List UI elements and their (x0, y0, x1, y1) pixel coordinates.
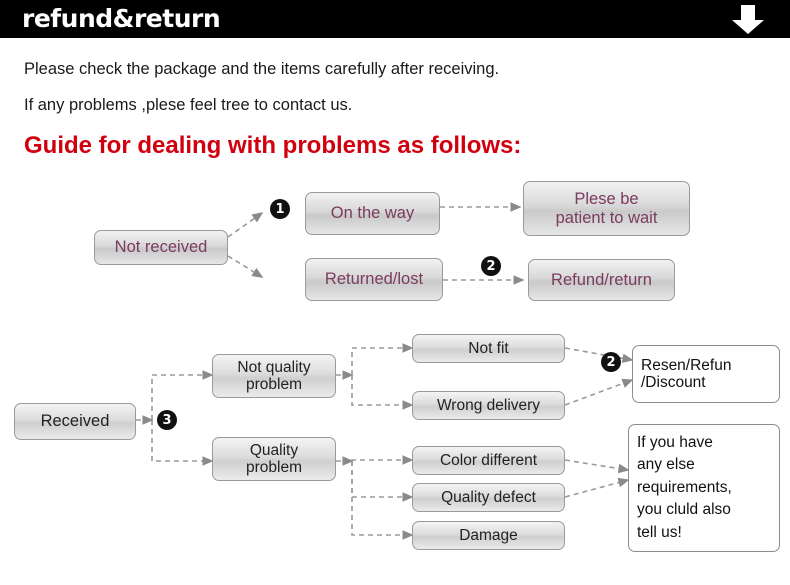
page-header: refund&return (0, 0, 790, 38)
box-label-line1: Plese be (574, 190, 639, 209)
box-label: Not received (114, 238, 208, 257)
box-label: Wrong delivery (436, 396, 541, 414)
box-label: Received (40, 412, 110, 431)
box-label-line1: Resen/Refun (641, 356, 732, 374)
box-quality-defect: Quality defect (412, 483, 565, 512)
down-arrow-icon (732, 5, 764, 34)
box-label-line1: Quality (249, 441, 299, 459)
box-label: Not fit (468, 339, 509, 357)
guide-heading: Guide for dealing with problems as follo… (24, 132, 522, 159)
bullet-1: 1 (270, 199, 290, 219)
box-label-line2: problem (246, 376, 302, 393)
box-label: Damage (459, 526, 518, 544)
box-label: Refund/return (551, 270, 652, 289)
box-label-line2: /Discount (641, 374, 706, 391)
page-title: refund&return (22, 4, 221, 33)
box-color-different: Color different (412, 446, 565, 475)
bullet-2-bottom: 2 (601, 352, 621, 372)
box-label-line4: you cluld also (637, 501, 731, 519)
bullet-3: 3 (157, 410, 177, 430)
box-label-line3: requirements, (637, 478, 732, 496)
intro-line-1: Please check the package and the items c… (24, 60, 500, 78)
box-if-you-have-requirements: If you have any else requirements, you c… (628, 424, 780, 552)
box-label-line5: tell us! (637, 523, 682, 541)
box-patient-to-wait: Plese be patient to wait (523, 181, 690, 236)
box-not-quality-problem: Not quality problem (212, 354, 336, 398)
box-quality-problem: Quality problem (212, 437, 336, 481)
box-label-line2: any else (637, 456, 695, 474)
box-label-line1: Not quality (237, 358, 311, 376)
box-returned-lost: Returned/lost (305, 258, 443, 301)
box-not-fit: Not fit (412, 334, 565, 363)
box-wrong-delivery: Wrong delivery (412, 391, 565, 420)
box-on-the-way: On the way (305, 192, 440, 235)
box-label-line1: If you have (637, 433, 713, 451)
box-label: Quality defect (441, 488, 536, 506)
box-label-line2: problem (246, 459, 302, 476)
box-label: On the way (330, 204, 415, 223)
box-resend-refund-discount: Resen/Refun /Discount (632, 345, 780, 403)
intro-line-2: If any problems ,plese feel tree to cont… (24, 96, 353, 114)
box-label-line2: patient to wait (555, 208, 658, 227)
box-label: Returned/lost (324, 270, 424, 289)
box-not-received: Not received (94, 230, 228, 265)
box-refund-return: Refund/return (528, 259, 675, 301)
box-label: Color different (439, 451, 538, 469)
bullet-2-top: 2 (481, 256, 501, 276)
box-damage: Damage (412, 521, 565, 550)
box-received: Received (14, 403, 136, 440)
